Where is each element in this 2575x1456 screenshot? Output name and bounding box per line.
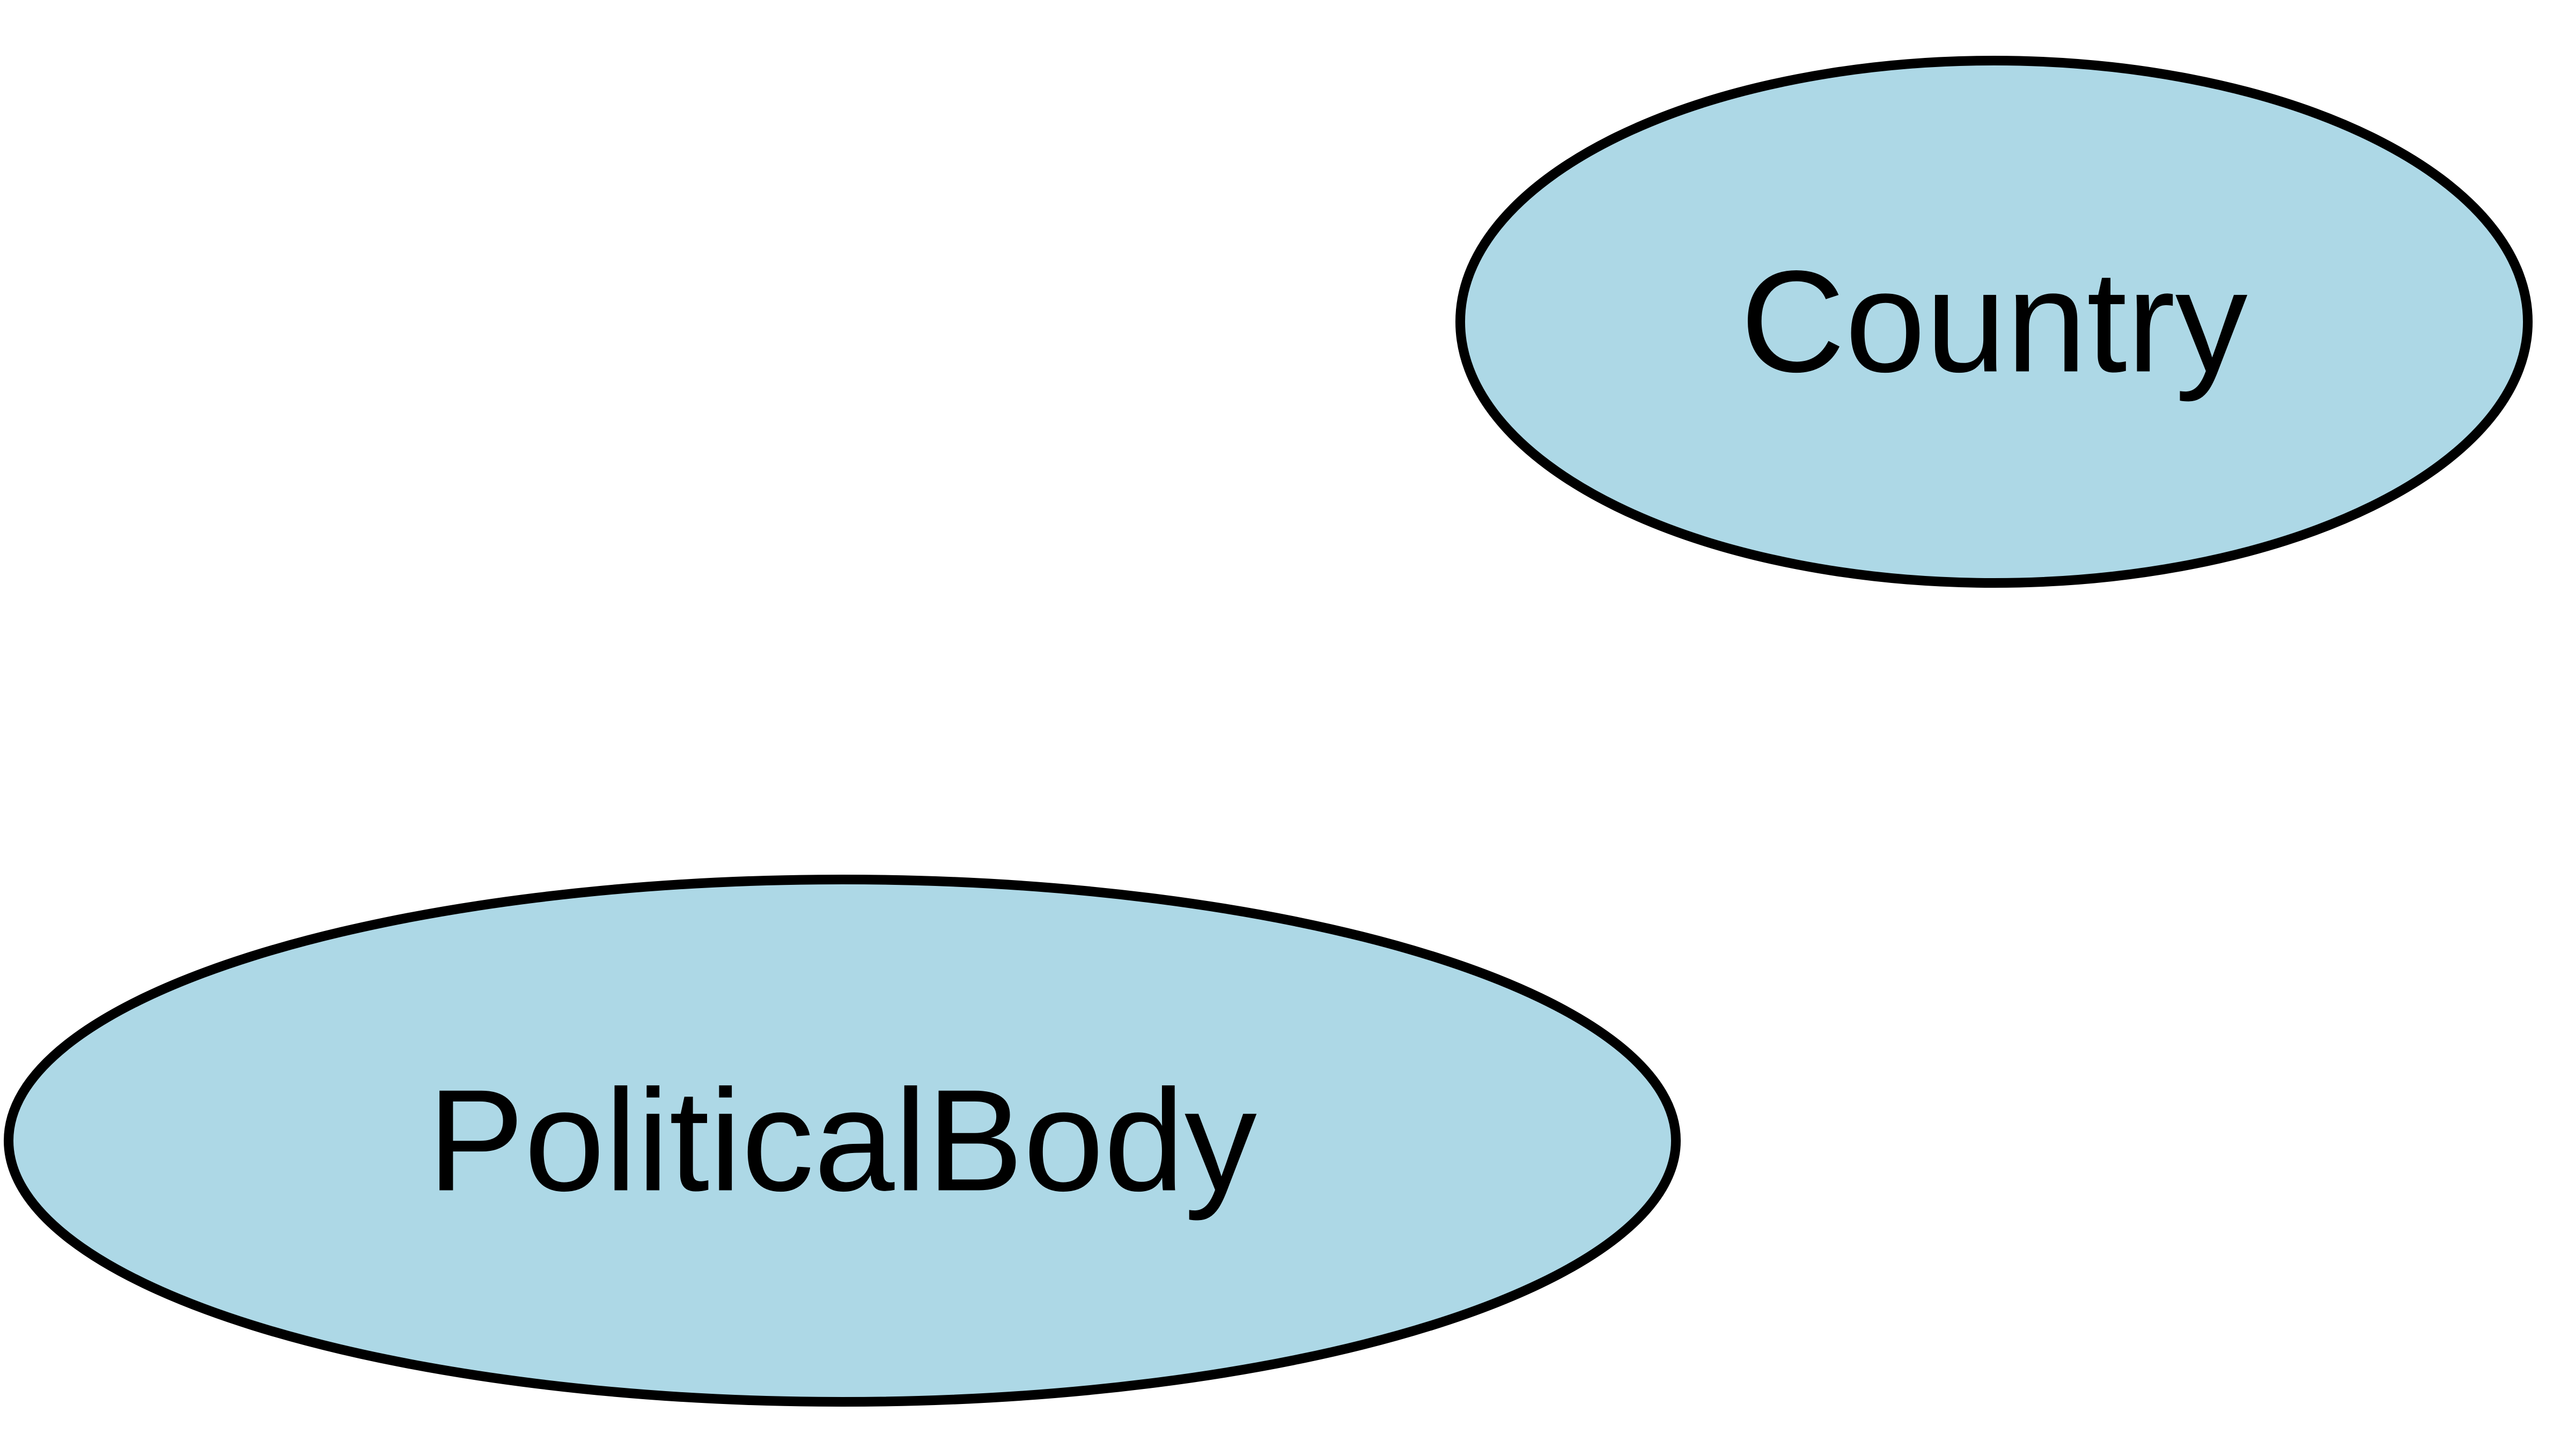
node-country-label: Country [1740, 241, 2247, 403]
node-political-body-label: PoliticalBody [428, 1060, 1257, 1222]
node-political-body[interactable]: PoliticalBody [4, 875, 1681, 1407]
node-country[interactable]: Country [1455, 56, 2533, 588]
node-political-body-shape [4, 875, 1681, 1407]
node-country-shape [1455, 56, 2533, 588]
